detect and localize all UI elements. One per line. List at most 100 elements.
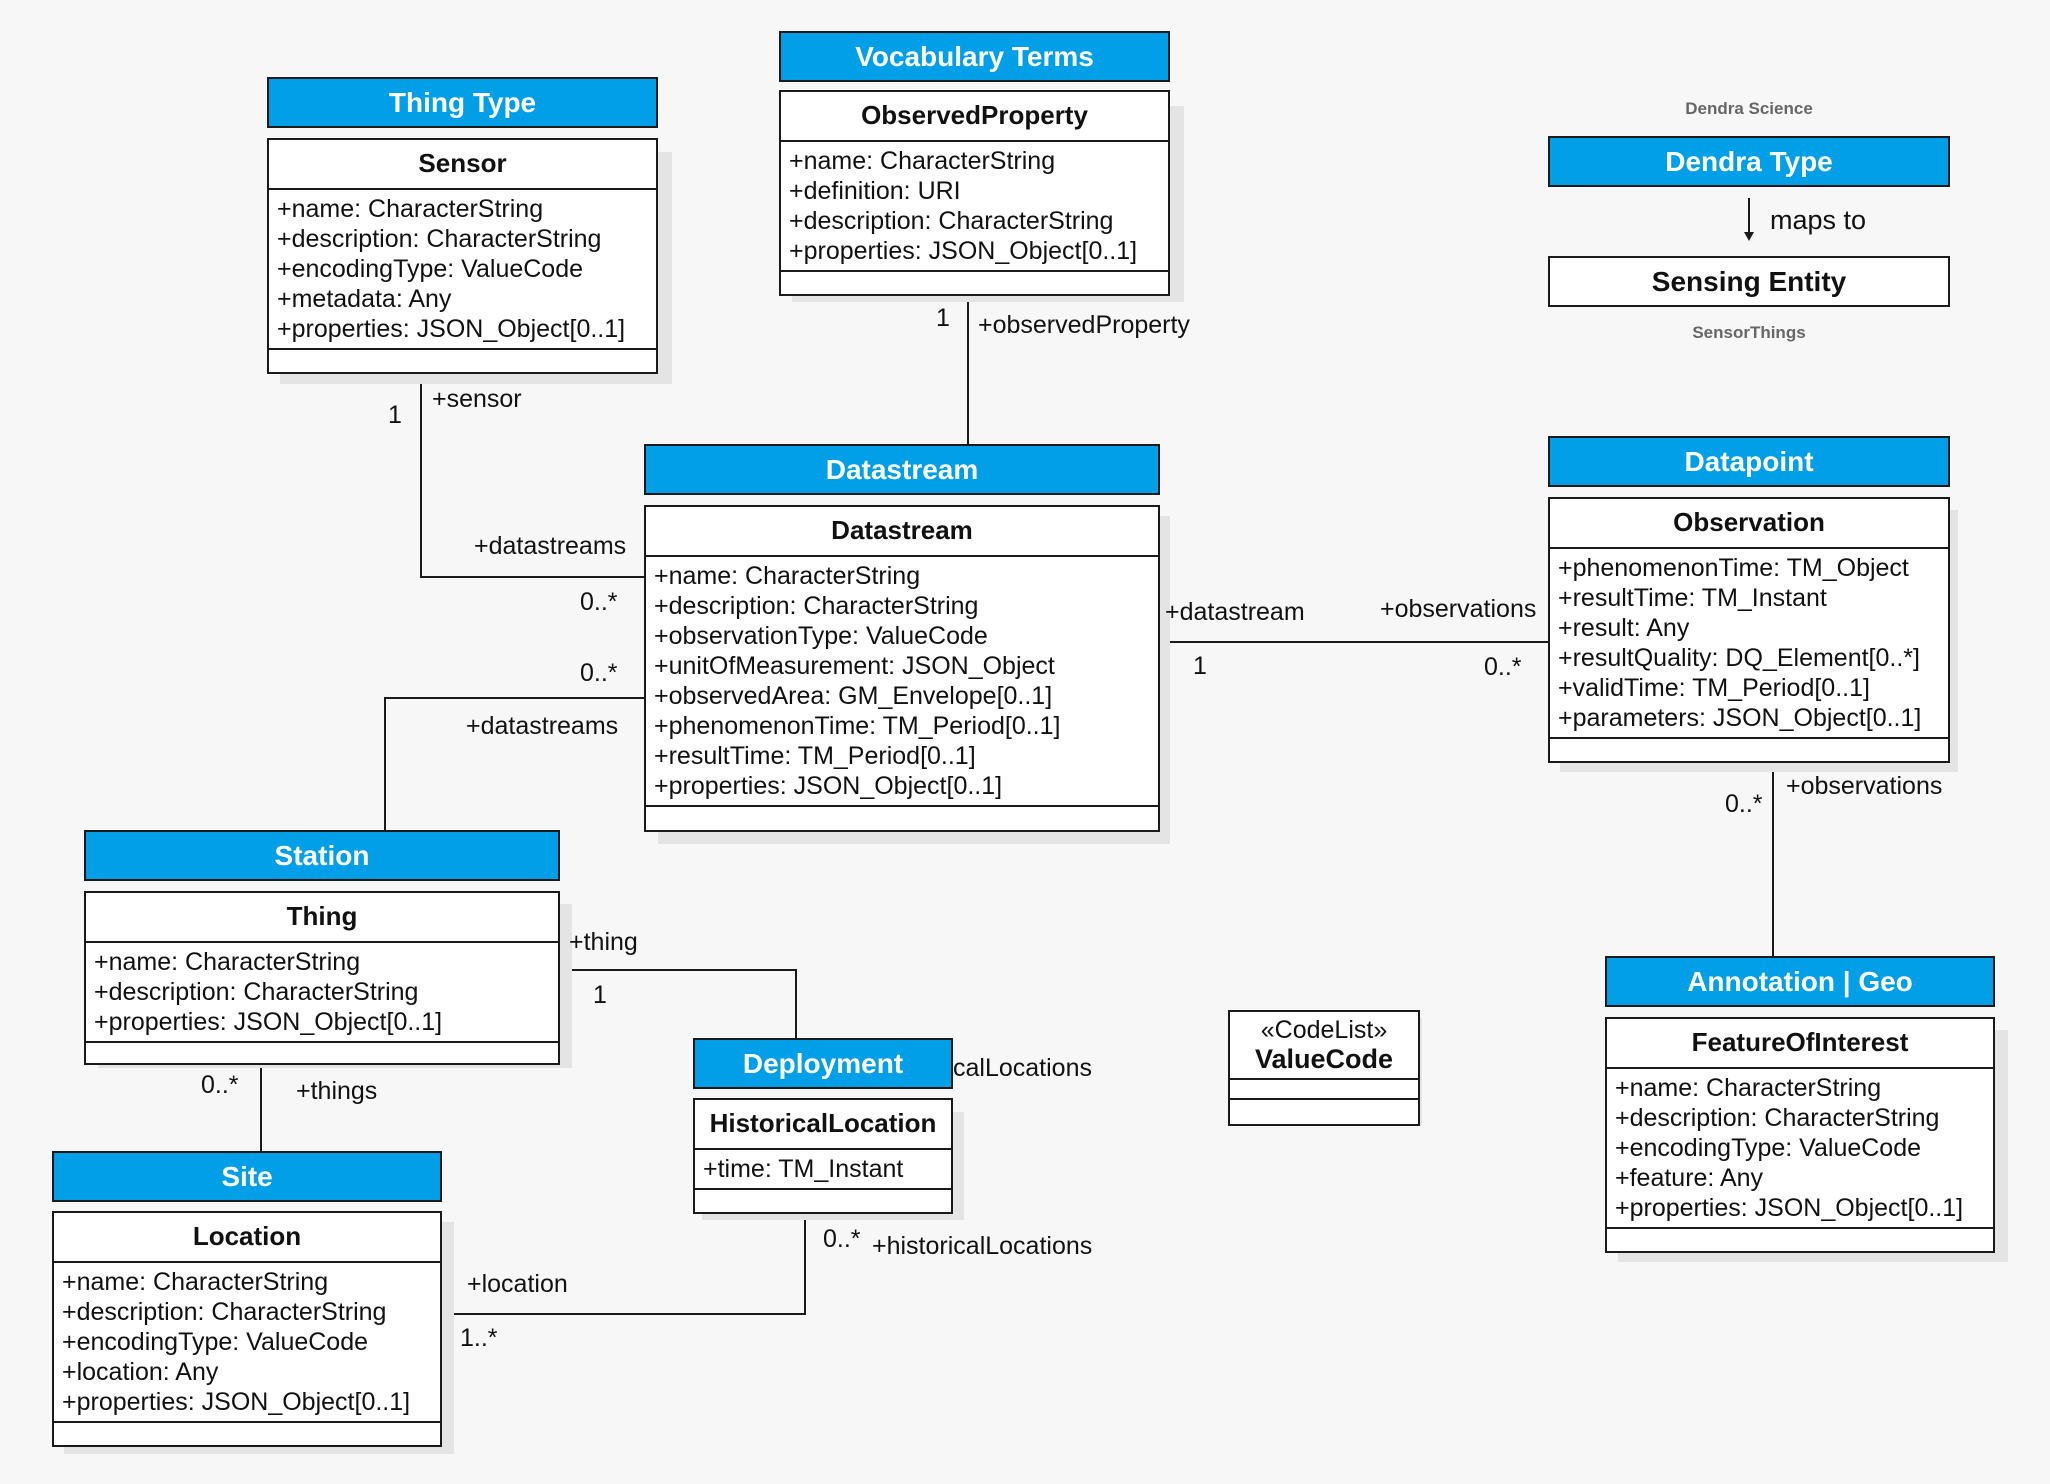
observations-role-label: +observations	[1380, 595, 1537, 623]
things-multiplicity: 0..*	[201, 1071, 239, 1099]
observed-property-attribute: +definition: URI	[789, 177, 961, 205]
datastream-attribute: +observedArea: GM_Envelope[0..1]	[654, 682, 1053, 710]
sensor-attribute: +properties: JSON_Object[0..1]	[277, 315, 626, 343]
location-class: Location +name: CharacterString +descrip…	[52, 1211, 442, 1447]
observation-attribute: +resultTime: TM_Instant	[1558, 584, 1827, 612]
location-attribute: +properties: JSON_Object[0..1]	[62, 1388, 411, 1416]
sensor-datastreams-multiplicity: 0..*	[580, 588, 618, 616]
thing-header: Station	[84, 830, 560, 881]
sensor-attribute: +name: CharacterString	[277, 195, 544, 223]
thing-attribute: +name: CharacterString	[94, 948, 361, 976]
thing-class: Thing +name: CharacterString +descriptio…	[84, 891, 560, 1065]
location-attribute: +description: CharacterString	[62, 1298, 387, 1326]
value-code-codelist: «CodeList» ValueCode	[1228, 1010, 1420, 1126]
observation-attributes: +phenomenonTime: TM_Object +resultTime: …	[1550, 549, 1948, 739]
datastream-attribute: +description: CharacterString	[654, 592, 979, 620]
datastream-attribute: +resultTime: TM_Period[0..1]	[654, 742, 976, 770]
sensor-role-label: +sensor	[432, 385, 522, 413]
feature-observations-multiplicity: 0..*	[1725, 790, 1763, 818]
sensor-header: Thing Type	[267, 77, 658, 128]
sensor-attribute: +metadata: Any	[277, 285, 452, 313]
observation-class: Observation +phenomenonTime: TM_Object +…	[1548, 497, 1950, 763]
feature-of-interest-class: FeatureOfInterest +name: CharacterString…	[1605, 1017, 1995, 1253]
historical-location-attribute: +time: TM_Instant	[703, 1155, 904, 1183]
location-attribute: +location: Any	[62, 1358, 219, 1386]
sensor-attributes: +name: CharacterString +description: Cha…	[269, 190, 656, 350]
sensor-datastreams-role-label: +datastreams	[474, 532, 627, 560]
feature-of-interest-attribute: +description: CharacterString	[1615, 1104, 1940, 1132]
datastream-role-label: +datastream	[1165, 598, 1305, 626]
thing-multiplicity: 1	[593, 981, 607, 1009]
observation-attribute: +result: Any	[1558, 614, 1690, 642]
datastream-attribute: +unitOfMeasurement: JSON_Object	[654, 652, 1055, 680]
feature-observations-role-label: +observations	[1786, 772, 1943, 800]
things-role-label: +things	[296, 1077, 378, 1105]
property-multiplicity: 1	[936, 304, 950, 332]
observed-property-attribute: +properties: JSON_Object[0..1]	[789, 237, 1138, 265]
observed-property-header: Vocabulary Terms	[779, 31, 1170, 82]
codelist-name: ValueCode	[1230, 1044, 1418, 1080]
thing-datastreams-multiplicity: 0..*	[580, 659, 618, 687]
location-class-name: Location	[54, 1213, 440, 1263]
observed-property-attribute: +description: CharacterString	[789, 207, 1114, 235]
thing-attributes: +name: CharacterString +description: Cha…	[86, 943, 558, 1043]
sensor-class-name: Sensor	[269, 140, 656, 190]
legend-maps-to: maps to	[1770, 205, 1867, 235]
datastream-attributes: +name: CharacterString +description: Cha…	[646, 557, 1158, 807]
codelist-stereotype: «CodeList»	[1260, 1016, 1388, 1044]
location-multiplicity: 1..*	[460, 1324, 498, 1352]
codelist-compartment	[1230, 1080, 1418, 1100]
legend-bottom-caption: SensorThings	[1692, 323, 1806, 342]
observation-attribute: +parameters: JSON_Object[0..1]	[1558, 704, 1922, 732]
historical-location-class: HistoricalLocation +time: TM_Instant	[693, 1098, 953, 1214]
legend-entity-box: Sensing Entity	[1548, 256, 1950, 307]
sensor-attribute: +encodingType: ValueCode	[277, 255, 584, 283]
thing-class-name: Thing	[86, 893, 558, 943]
feature-of-interest-attribute: +name: CharacterString	[1615, 1074, 1882, 1102]
property-role-label: +observedProperty	[978, 311, 1190, 339]
historical-location-class-name: HistoricalLocation	[695, 1100, 951, 1150]
feature-of-interest-class-name: FeatureOfInterest	[1607, 1019, 1993, 1069]
thing-attribute: +properties: JSON_Object[0..1]	[94, 1008, 443, 1036]
feature-of-interest-attribute: +properties: JSON_Object[0..1]	[1615, 1194, 1964, 1222]
datastream-attribute: +name: CharacterString	[654, 562, 921, 590]
historical-location-attributes: +time: TM_Instant	[695, 1150, 951, 1190]
datastream-attribute: +phenomenonTime: TM_Period[0..1]	[654, 712, 1061, 740]
thing-datastreams-role-label: +datastreams	[466, 712, 619, 740]
historical-locations-partial-label: calLocations	[953, 1054, 1092, 1082]
datastream-attribute: +properties: JSON_Object[0..1]	[654, 772, 1003, 800]
location-attributes: +name: CharacterString +description: Cha…	[54, 1263, 440, 1423]
thing-attribute: +description: CharacterString	[94, 978, 419, 1006]
feature-of-interest-header: Annotation | Geo	[1605, 956, 1995, 1007]
datastream-class-name: Datastream	[646, 507, 1158, 557]
observation-attribute: +phenomenonTime: TM_Object	[1558, 554, 1909, 582]
observed-property-attribute: +name: CharacterString	[789, 147, 1056, 175]
observation-attribute: +resultQuality: DQ_Element[0..*]	[1558, 644, 1920, 672]
observation-header: Datapoint	[1548, 436, 1950, 487]
datastream-class: Datastream +name: CharacterString +descr…	[644, 505, 1160, 832]
historical-locations-role-label: +historicalLocations	[872, 1232, 1093, 1260]
observation-attribute: +validTime: TM_Period[0..1]	[1558, 674, 1870, 702]
observed-property-class: ObservedProperty +name: CharacterString …	[779, 90, 1170, 296]
observation-class-name: Observation	[1550, 499, 1948, 549]
feature-of-interest-attribute: +feature: Any	[1615, 1164, 1764, 1192]
location-attribute: +name: CharacterString	[62, 1268, 329, 1296]
location-attribute: +encodingType: ValueCode	[62, 1328, 369, 1356]
location-header: Site	[52, 1151, 442, 1202]
observations-multiplicity: 0..*	[1484, 653, 1522, 681]
sensor-attribute: +description: CharacterString	[277, 225, 602, 253]
sensor-class: Sensor +name: CharacterString +descripti…	[267, 138, 658, 374]
historical-locations-multiplicity: 0..*	[823, 1225, 861, 1253]
sensor-multiplicity: 1	[388, 401, 402, 429]
feature-of-interest-attribute: +encodingType: ValueCode	[1615, 1134, 1922, 1162]
historical-location-header: Deployment	[693, 1038, 953, 1089]
thing-role-label: +thing	[569, 928, 638, 956]
observed-property-class-name: ObservedProperty	[781, 92, 1168, 142]
maps-to-arrow-head	[1744, 232, 1754, 241]
datastream-header: Datastream	[644, 444, 1160, 495]
observed-property-attributes: +name: CharacterString +definition: URI …	[781, 142, 1168, 272]
feature-of-interest-attributes: +name: CharacterString +description: Cha…	[1607, 1069, 1993, 1229]
legend-top-caption: Dendra Science	[1685, 99, 1813, 118]
location-role-label: +location	[467, 1270, 568, 1298]
